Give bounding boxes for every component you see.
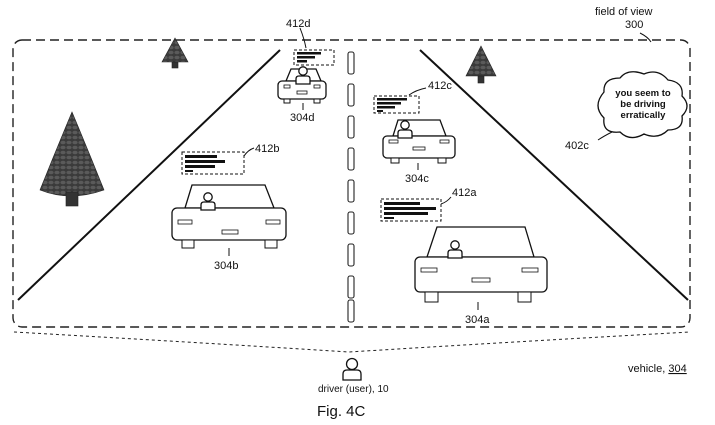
tree-icon bbox=[161, 37, 189, 69]
callout-412b-label: 412b bbox=[255, 143, 279, 155]
vehicle-304c bbox=[382, 119, 456, 164]
figure-caption: Fig. 4C bbox=[317, 403, 366, 420]
vehicle-304d-label: 304d bbox=[290, 112, 314, 124]
notification-line-3: erratically bbox=[621, 110, 667, 121]
driver-icon bbox=[342, 357, 362, 381]
tree-icon bbox=[39, 111, 105, 207]
road-right-edge bbox=[419, 49, 689, 301]
field-of-view-ref: 300 bbox=[625, 19, 643, 31]
callout-412a-label: 412a bbox=[452, 187, 477, 199]
info-tag-412d bbox=[293, 49, 335, 66]
info-tag-412a bbox=[380, 198, 442, 222]
center-lane-dashes bbox=[347, 51, 355, 323]
road-left-edge bbox=[17, 49, 281, 301]
vehicle-304b-label: 304b bbox=[214, 260, 238, 272]
vehicle-304a bbox=[414, 226, 548, 303]
notification-line-2: be driving bbox=[620, 99, 666, 110]
tree-icon bbox=[465, 45, 497, 84]
notification-ref-label: 402c bbox=[565, 140, 589, 152]
notification-line-1: you seem to bbox=[615, 88, 671, 99]
vehicle-ref: 304 bbox=[668, 363, 686, 375]
driver-label: driver (user), 10 bbox=[318, 384, 389, 395]
callout-412c-label: 412c bbox=[428, 80, 452, 92]
field-of-view-frame bbox=[12, 39, 691, 328]
callout-412d-label: 412d bbox=[286, 18, 310, 30]
driver-view-cone bbox=[13, 331, 691, 353]
vehicle-304b bbox=[171, 184, 287, 249]
field-of-view-title: field of view bbox=[595, 6, 653, 18]
info-tag-412b bbox=[181, 151, 245, 175]
info-tag-412c bbox=[373, 95, 420, 114]
vehicle-label: vehicle, 304 bbox=[628, 363, 687, 375]
vehicle-304a-label: 304a bbox=[465, 314, 490, 326]
notification-cloud: you seem to be driving erratically bbox=[597, 71, 688, 139]
vehicle-304c-label: 304c bbox=[405, 173, 429, 185]
vehicle-304d bbox=[277, 66, 327, 104]
